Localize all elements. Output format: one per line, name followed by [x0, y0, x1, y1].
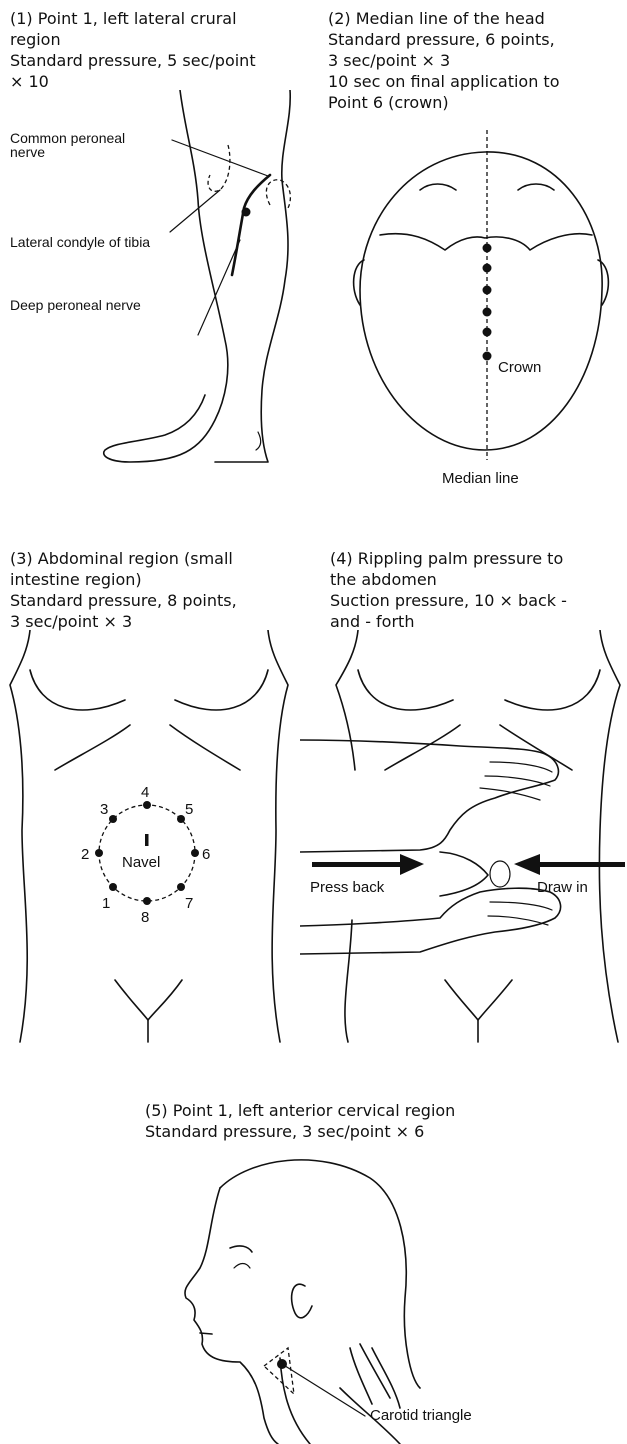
- mouth: [200, 1333, 212, 1334]
- label-draw-in: Draw in: [537, 879, 588, 896]
- head-point-5: [483, 328, 492, 337]
- leader-common-peroneal: [172, 140, 268, 176]
- left-chest: [358, 670, 453, 710]
- torso-left-side: [336, 630, 358, 770]
- draw-in-arrow-head: [514, 854, 540, 875]
- press-back-arrow-shaft: [312, 862, 400, 867]
- torso-right-side: [268, 630, 288, 1042]
- press-back-arrow-head: [400, 854, 424, 875]
- abdomen-illustration: Navel 1 2 3 4 5 6 7 8: [0, 630, 300, 1050]
- abdomen-point-label-3: 3: [100, 801, 108, 818]
- abdomen-point-7: [177, 883, 185, 891]
- head-point-1: [483, 244, 492, 253]
- lower-fingers: [488, 902, 552, 925]
- knee-condyle-outline: [208, 145, 230, 191]
- thumb-tips: [490, 861, 510, 887]
- right-chest: [505, 670, 600, 710]
- rib-right: [500, 725, 572, 770]
- abdomen-point-label-5: 5: [185, 801, 193, 818]
- rib-left: [385, 725, 460, 770]
- panel-2-caption: (2) Median line of the head Standard pre…: [328, 8, 559, 113]
- common-peroneal-nerve: [232, 175, 270, 275]
- pubic-v: [115, 980, 182, 1020]
- carotid-triangle-outline: [264, 1348, 294, 1394]
- right-chest: [175, 670, 268, 710]
- abdomen-point-4: [143, 801, 151, 809]
- leader-carotid: [282, 1364, 365, 1416]
- neck-front: [280, 1358, 310, 1444]
- eye: [234, 1264, 250, 1269]
- upper-hand: [300, 740, 558, 852]
- pubic-v: [445, 980, 512, 1020]
- hair-strands: [350, 1344, 400, 1408]
- head-back: [220, 1160, 420, 1388]
- ear: [292, 1284, 312, 1318]
- panel-1-caption: (1) Point 1, left lateral crural region …: [10, 8, 256, 92]
- leader-deep-peroneal: [198, 240, 240, 335]
- face-profile: [185, 1188, 278, 1444]
- head-point-4: [483, 308, 492, 317]
- eyebrow: [230, 1246, 252, 1252]
- label-press-back: Press back: [310, 879, 385, 896]
- head-point-2: [483, 264, 492, 273]
- label-median-line: Median line: [442, 470, 519, 487]
- torso-left-lower: [345, 920, 352, 1042]
- label-lateral-condyle: Lateral condyle of tibia: [10, 234, 150, 250]
- pinched-skin: [440, 852, 488, 896]
- label-carotid: Carotid triangle: [370, 1407, 472, 1424]
- left-chest: [30, 670, 125, 710]
- panel-5-caption: (5) Point 1, left anterior cervical regi…: [145, 1100, 455, 1142]
- head-illustration: Crown Median line: [330, 130, 627, 490]
- leg-outline-front: [215, 90, 290, 462]
- panel-3-caption: (3) Abdominal region (small intestine re…: [10, 548, 237, 632]
- head-point-6-crown: [483, 352, 492, 361]
- point-1-marker: [242, 208, 251, 217]
- left-brow: [420, 184, 456, 190]
- abdomen-point-label-2: 2: [81, 846, 89, 863]
- palm-pressure-illustration: Press back Draw in: [300, 630, 627, 1050]
- ankle-crease: [256, 432, 261, 450]
- navel-mark: [145, 834, 149, 846]
- abdomen-point-1: [109, 883, 117, 891]
- leader-lateral-condyle: [170, 190, 220, 232]
- label-navel: Navel: [122, 854, 160, 871]
- abdomen-points: [95, 801, 199, 905]
- abdomen-point-label-1: 1: [102, 895, 110, 912]
- fibula-head-outline: [266, 180, 290, 208]
- head-outline: [360, 152, 602, 450]
- abdomen-point-8: [143, 897, 151, 905]
- rib-right: [170, 725, 240, 770]
- abdomen-point-label-4: 4: [141, 784, 149, 801]
- right-ear: [598, 260, 608, 305]
- neck-illustration: Carotid triangle: [160, 1148, 540, 1444]
- label-crown: Crown: [498, 359, 541, 376]
- label-deep-peroneal: Deep peroneal nerve: [10, 297, 141, 313]
- torso-left-side: [10, 630, 30, 1042]
- abdomen-point-2: [95, 849, 103, 857]
- lower-hand: [300, 888, 561, 954]
- head-point-3: [483, 286, 492, 295]
- abdomen-point-6: [191, 849, 199, 857]
- abdomen-point-5: [177, 815, 185, 823]
- right-brow: [518, 184, 554, 190]
- abdomen-point-3: [109, 815, 117, 823]
- panel-4-caption: (4) Rippling palm pressure to the abdome…: [330, 548, 567, 632]
- abdomen-point-label-6: 6: [202, 846, 210, 863]
- rib-left: [55, 725, 130, 770]
- abdomen-point-label-8: 8: [141, 909, 149, 926]
- torso-right-side: [599, 630, 620, 1042]
- upper-fingers: [480, 762, 552, 800]
- draw-in-arrow-shaft: [540, 862, 625, 867]
- abdomen-point-label-7: 7: [185, 895, 193, 912]
